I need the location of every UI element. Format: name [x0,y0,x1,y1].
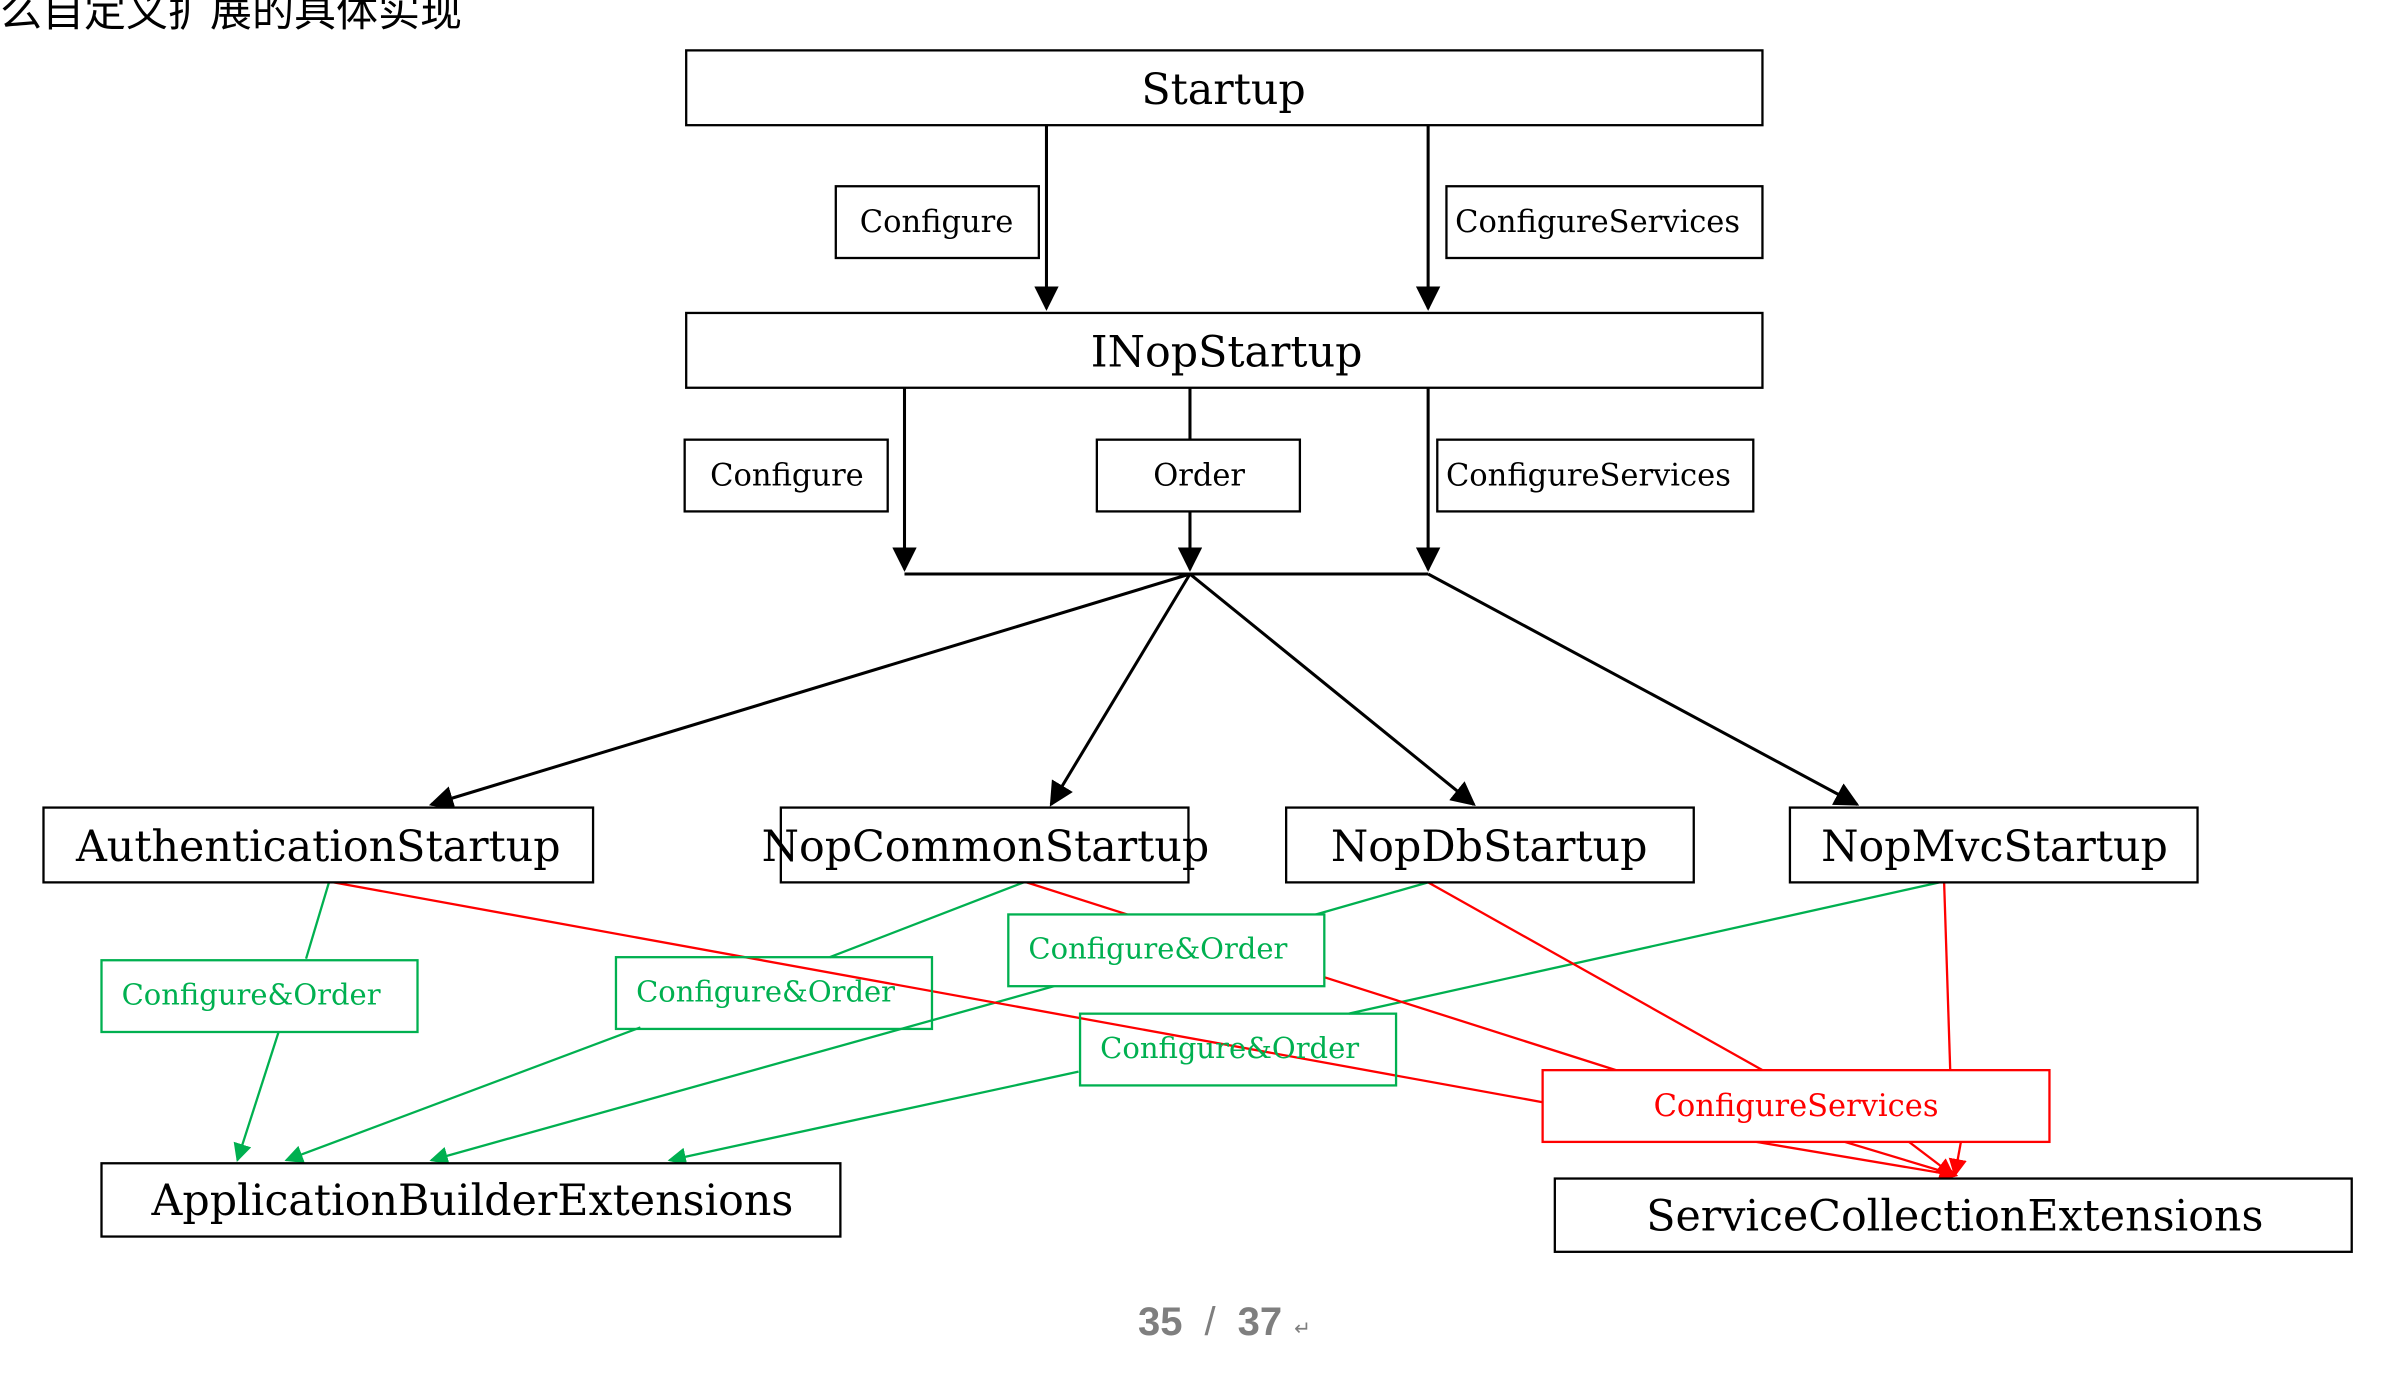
edge-red-cs-4 [1948,1141,1967,1178]
page-separator: / [1204,1300,1216,1344]
node-service-collection-extensions: ServiceCollectionExtensions [1553,1177,2353,1253]
label-inop-order-text: Order [1153,458,1245,493]
node-nop-db-startup: NopDbStartup [1285,806,1695,884]
label-inop-configure-text: Configure [710,458,864,493]
node-inop-startup: INopStartup [685,311,1764,389]
edge-green-auth-2 [233,1031,280,1162]
label-common-configure-order-text: Configure&Order [636,974,895,1008]
label-startup-configure-services: ConfigureServices [1445,185,1764,260]
edge-green-common-a [829,881,1024,959]
label-mvc-configure-order-text: Configure&Order [1100,1031,1359,1065]
node-db-label: NopDbStartup [1331,822,1648,872]
label-common-configure-order: Configure&Order [614,956,934,1031]
edge-red-auth [333,881,1543,1104]
node-startup-label: Startup [1141,65,1305,115]
page-indicator: 35 / 37 ↵ [1138,1300,1311,1345]
node-auth-label: AuthenticationStartup [75,822,561,872]
edge-red-mvc [1942,882,1952,1071]
page-caption: 么自定义扩展的具体实现 [0,0,463,36]
label-db-configure-order: Configure&Order [1007,913,1326,988]
edge-green-db-a [1310,881,1429,918]
edge-to-mvc [1427,572,1860,806]
label-inop-configure-services-text: ConfigureServices [1446,458,1731,493]
label-red-configure-services-text: ConfigureServices [1654,1089,1939,1124]
label-startup-configure: Configure [834,185,1040,260]
page-current: 35 [1138,1300,1183,1344]
label-inop-order: Order [1095,438,1302,513]
label-db-configure-order-text: Configure&Order [1028,932,1287,966]
label-inop-configure: Configure [683,438,889,513]
node-app-builder-label: ApplicationBuilderExtensions [151,1176,794,1226]
node-startup: Startup [685,49,1764,127]
label-red-configure-services: ConfigureServices [1541,1069,2051,1144]
label-auth-configure-order-text: Configure&Order [122,978,381,1012]
node-nop-mvc-startup: NopMvcStartup [1788,806,2199,884]
edge-green-auth [304,882,331,960]
node-service-collection-label: ServiceCollectionExtensions [1646,1191,2263,1241]
node-nop-common-startup: NopCommonStartup [762,806,1210,884]
edge-green-mvc-a [1348,881,1940,1015]
edge-red-cs-3 [1908,1140,1955,1177]
label-mvc-configure-order: Configure&Order [1078,1012,1398,1087]
edge-to-auth [428,572,1191,810]
node-mvc-label: NopMvcStartup [1821,822,2168,872]
node-authentication-startup: AuthenticationStartup [42,806,595,884]
label-startup-configure-text: Configure [860,205,1014,240]
node-application-builder-extensions: ApplicationBuilderExtensions [100,1162,842,1238]
edge-red-cs-1 [1756,1140,1959,1182]
node-common-label: NopCommonStartup [762,822,1210,872]
label-startup-configure-services-text: ConfigureServices [1455,205,1740,240]
paragraph-mark: ↵ [1294,1318,1311,1340]
label-auth-configure-order: Configure&Order [100,959,419,1034]
edge-red-db [1427,881,1764,1072]
label-inop-configure-services: ConfigureServices [1436,438,1755,513]
edge-green-common-b [284,1026,641,1164]
edge-green-db-b [429,985,1055,1165]
edge-green-mvc-b [667,1070,1079,1166]
page-total: 37 [1237,1300,1283,1344]
edge-to-common [1049,573,1192,807]
edge-to-db [1189,572,1476,807]
node-inop-label: INopStartup [1091,327,1363,377]
